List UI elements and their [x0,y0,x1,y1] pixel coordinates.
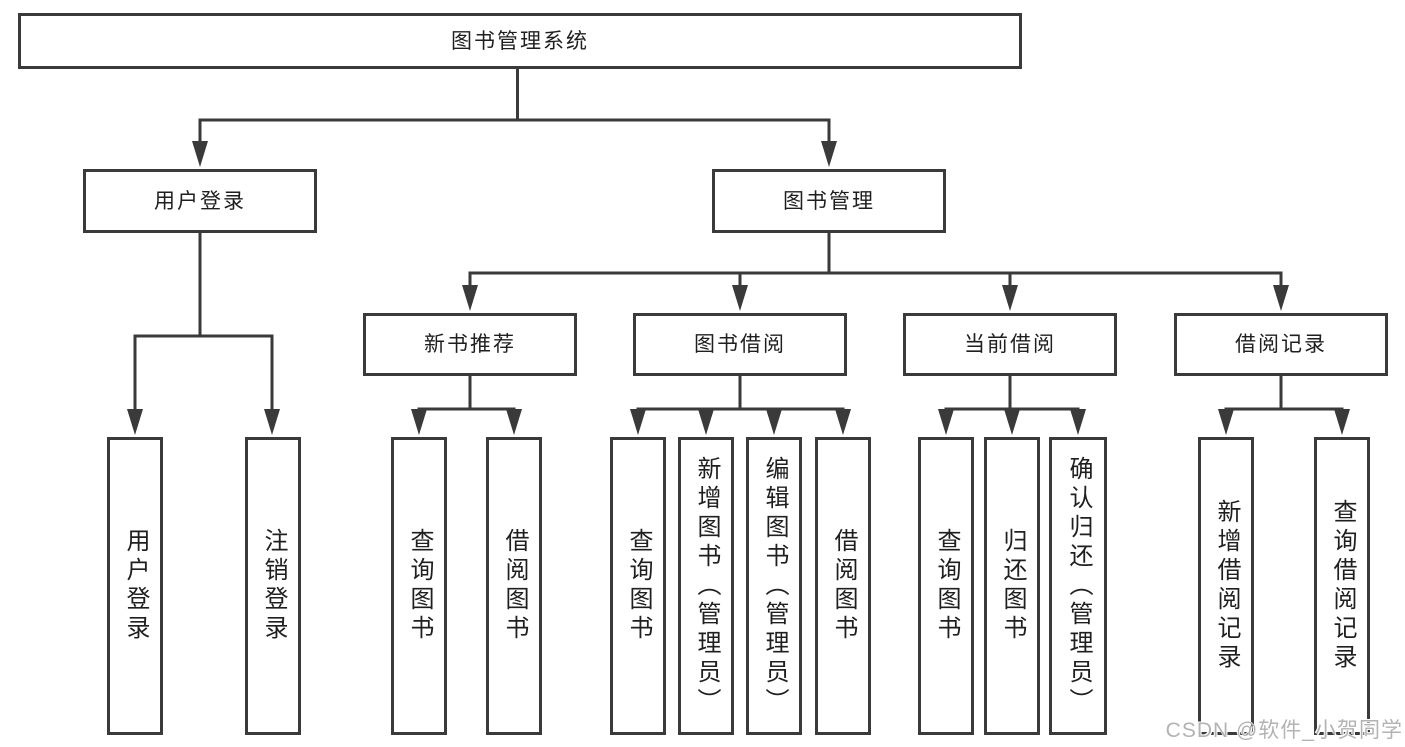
node-label: 借阅图书 [501,528,528,644]
leaf-query-borrow-record: 查询借阅记录 [1314,437,1370,735]
node-label: 查询图书 [933,528,960,644]
node-label: 新书推荐 [424,333,516,356]
node-current-borrowing: 当前借阅 [903,313,1117,376]
edge-book-borrowing-to-leaves [630,374,851,435]
node-library-system: 图书管理系统 [18,13,1022,69]
node-label: 图书借阅 [694,333,786,356]
node-label: 查询图书 [625,528,652,644]
node-borrowing-records: 借阅记录 [1174,313,1388,376]
edge-borrowing-records-to-leaves [1218,374,1350,435]
edge-root-to-level2 [192,67,837,167]
leaf-edit-books-admin: 编辑图书（管理员） [746,437,802,735]
leaf-user-login: 用户登录 [107,437,163,735]
node-new-book-recommendation: 新书推荐 [363,313,577,376]
node-label: 新增借阅记录 [1213,499,1240,673]
node-label: 编辑图书（管理员） [761,455,788,717]
node-label: 新增图书（管理员） [693,455,720,717]
watermark: CSDN @软件_小贺同学 [1165,719,1403,742]
node-book-management: 图书管理 [712,169,946,233]
edge-new-book-recommendation-to-leaves [411,374,522,435]
node-user-login: 用户登录 [83,169,317,233]
leaf-query-books-current: 查询图书 [918,437,974,735]
edge-book-management-to-level3 [462,231,1289,311]
leaf-logout: 注销登录 [245,437,301,735]
node-label: 借阅图书 [830,528,857,644]
edge-user-login-to-leaves [127,231,280,435]
node-label: 归还图书 [999,528,1026,644]
leaf-query-books-borrowing: 查询图书 [610,437,666,735]
node-label: 图书管理系统 [451,29,589,53]
leaf-return-books: 归还图书 [984,437,1040,735]
leaf-borrow-books-borrowing: 借阅图书 [815,437,871,735]
node-label: 借阅记录 [1235,333,1327,356]
leaf-add-borrow-record: 新增借阅记录 [1198,437,1254,735]
edge-current-borrowing-to-leaves [938,374,1086,435]
node-label: 查询借阅记录 [1329,499,1356,673]
node-label: 用户登录 [122,528,149,644]
leaf-query-books-recommend: 查询图书 [391,437,447,735]
node-label: 用户登录 [154,189,246,213]
node-label: 注销登录 [260,528,287,644]
node-label: 图书管理 [783,189,875,213]
leaf-borrow-books-recommend: 借阅图书 [486,437,542,735]
leaf-confirm-return-admin: 确认归还（管理员） [1049,437,1107,735]
node-label: 查询图书 [406,528,433,644]
leaf-add-books-admin: 新增图书（管理员） [678,437,734,735]
node-book-borrowing: 图书借阅 [633,313,847,376]
node-label: 确认归还（管理员） [1065,455,1092,717]
node-label: 当前借阅 [964,333,1056,356]
